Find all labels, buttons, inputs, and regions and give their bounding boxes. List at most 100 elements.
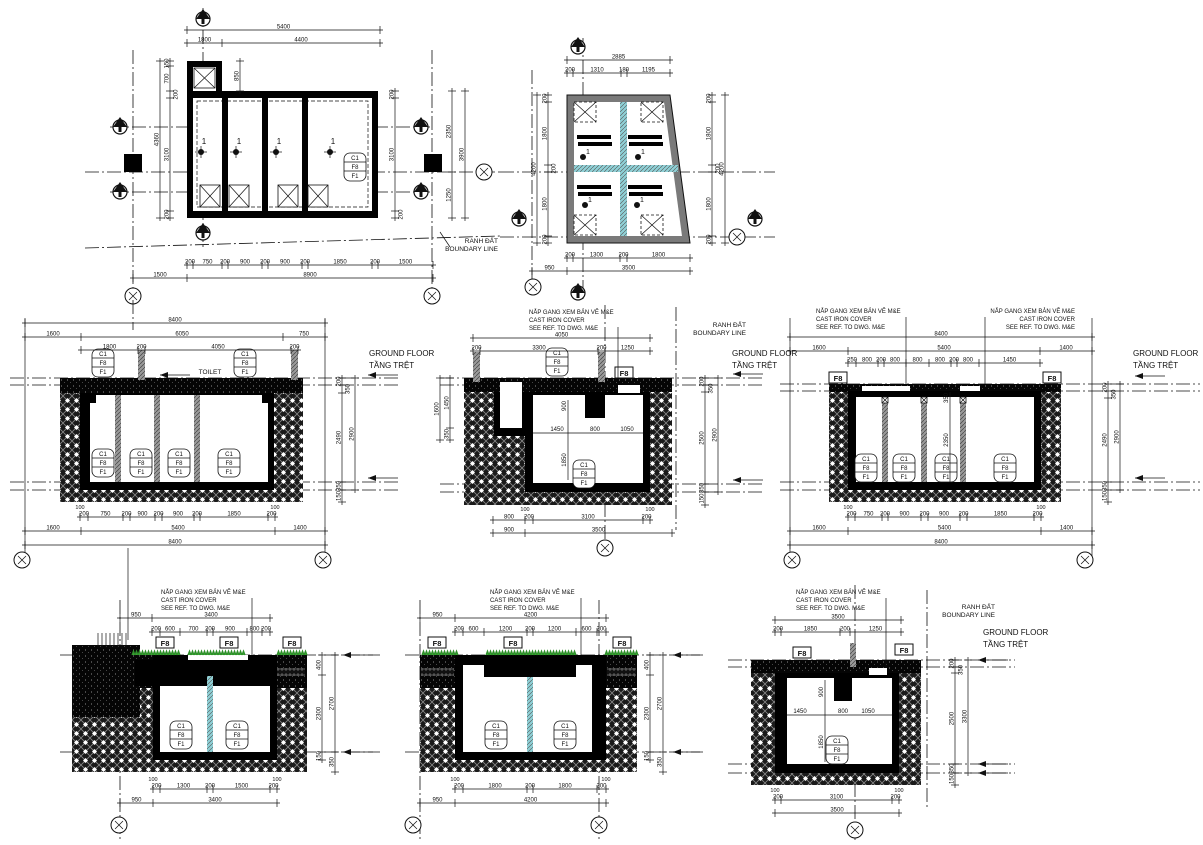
grass bbox=[202, 649, 207, 656]
grass bbox=[285, 649, 290, 656]
post bbox=[473, 352, 480, 382]
grass bbox=[436, 649, 441, 656]
dimension-label: 150 bbox=[700, 493, 706, 504]
grass bbox=[173, 649, 178, 656]
dimension-label: 200 bbox=[890, 795, 901, 801]
dimension-label: 800 bbox=[935, 358, 946, 364]
dimension-label: 800 bbox=[890, 358, 901, 364]
dimension-label: 200 bbox=[121, 512, 132, 518]
dimension-label: 2900 bbox=[350, 427, 356, 441]
fb-tag-label: F8 bbox=[288, 639, 297, 648]
note-text: CAST IRON COVER bbox=[161, 598, 217, 604]
dimension-label: 350 bbox=[346, 383, 352, 394]
band bbox=[607, 668, 636, 676]
grass bbox=[545, 649, 550, 656]
fb-tag-box bbox=[427, 636, 447, 649]
dimension-label: 200 bbox=[454, 784, 465, 790]
grass bbox=[451, 649, 456, 656]
dimension-label: 100 bbox=[645, 507, 654, 513]
fb-tag-box bbox=[503, 636, 523, 649]
dimension-label: 200 bbox=[524, 515, 535, 521]
cover-opening bbox=[890, 386, 910, 391]
device-tag-box bbox=[484, 720, 508, 750]
dimension-label: 600 bbox=[581, 627, 592, 633]
dimension-label: 200 bbox=[552, 163, 558, 174]
device-tag-label: F1 bbox=[99, 470, 107, 476]
dimension-label: 2700 bbox=[658, 696, 664, 710]
dimension-label: 800 bbox=[963, 358, 974, 364]
grass bbox=[619, 649, 624, 656]
soil-base bbox=[72, 760, 307, 772]
device-tag-label: F1 bbox=[175, 470, 183, 476]
dimension-label: 950 bbox=[131, 798, 142, 804]
dimension-label: 200 bbox=[700, 376, 706, 387]
ground-floor-label-vi: TẦNG TRỆT bbox=[732, 360, 777, 370]
floor-drain-icon bbox=[634, 202, 640, 208]
dimension-label: 100 bbox=[450, 777, 459, 783]
dimension-label: 1050 bbox=[861, 709, 875, 715]
dimension-label: 1850 bbox=[562, 453, 568, 467]
grass bbox=[530, 649, 535, 656]
device-tag-label: F8 bbox=[942, 466, 950, 472]
dimension-label: 200 bbox=[707, 234, 713, 245]
dimension-label: 3500 bbox=[830, 808, 844, 814]
dimension-label: 200 bbox=[707, 93, 713, 104]
dimension-label: 350 bbox=[658, 756, 664, 767]
dimension-label: 2900 bbox=[1115, 430, 1121, 444]
device-tag-label: C1 bbox=[177, 724, 185, 730]
grass bbox=[491, 649, 496, 656]
device-tag-label: C1 bbox=[833, 739, 841, 745]
dimension-label: 1850 bbox=[994, 512, 1008, 518]
grass bbox=[527, 649, 532, 656]
floor-drain-icon bbox=[582, 202, 588, 208]
partition-wall bbox=[207, 676, 213, 752]
post bbox=[138, 350, 145, 380]
boundary-label: BOUNDARY LINE bbox=[942, 612, 996, 619]
note-text: CAST IRON COVER bbox=[816, 317, 872, 323]
plan-mark-label: 1 bbox=[277, 137, 282, 146]
grass bbox=[607, 649, 612, 656]
device-tag-box bbox=[167, 448, 191, 478]
device-tag-label: F8 bbox=[137, 461, 145, 467]
dimension-label: 5400 bbox=[937, 346, 951, 352]
device-tag-box bbox=[854, 453, 878, 483]
fb-tag-box bbox=[282, 636, 302, 649]
axis-x bbox=[600, 543, 610, 553]
fb-tag-label: F8 bbox=[618, 639, 627, 648]
device-tag-label: F8 bbox=[177, 733, 185, 739]
device-tag-label: C1 bbox=[942, 457, 950, 463]
plan-mark-label: 1 bbox=[588, 197, 592, 204]
dimension-label: 4400 bbox=[294, 38, 308, 44]
dimension-label: 200 bbox=[205, 627, 216, 633]
dimension-label: 1800 bbox=[707, 126, 713, 140]
dimension-label: 200 bbox=[471, 346, 482, 352]
dimension-label: 100 bbox=[843, 505, 852, 511]
fb-tag-label: F8 bbox=[900, 646, 909, 655]
note-text: NẮP GANG XEM BẢN VẼ M&E bbox=[816, 307, 901, 315]
device-tag-label: F1 bbox=[561, 742, 569, 748]
device-tag-label: F1 bbox=[241, 370, 249, 376]
device-tag-label: C1 bbox=[351, 156, 359, 162]
device-tag-label: F1 bbox=[900, 475, 908, 481]
section-marker-bar bbox=[419, 122, 423, 132]
grass bbox=[294, 649, 299, 656]
device-tag-box bbox=[553, 720, 577, 750]
device-tag-label: C1 bbox=[175, 452, 183, 458]
note-text: SEE REF. TO DWG. M&E bbox=[490, 606, 559, 612]
grass bbox=[445, 649, 450, 656]
grass bbox=[485, 649, 490, 656]
dimension-label: 1600 bbox=[46, 332, 60, 338]
section-marker-bar bbox=[753, 214, 757, 224]
dimension-label: 950 bbox=[432, 613, 443, 619]
ground-floor-label-vi: TẦNG TRỆT bbox=[1133, 360, 1178, 370]
opening-x bbox=[573, 214, 597, 236]
axis-x bbox=[17, 555, 27, 565]
grass bbox=[430, 649, 435, 656]
axis-x bbox=[528, 282, 538, 292]
dimension-label: 200 bbox=[205, 784, 216, 790]
dimension-label: 150 bbox=[1103, 490, 1109, 501]
boundary-label: RANH ĐẤT bbox=[713, 319, 746, 329]
section-marker-bar bbox=[576, 42, 580, 52]
fb-tag-box bbox=[1042, 371, 1062, 384]
baffle-block bbox=[834, 673, 852, 701]
